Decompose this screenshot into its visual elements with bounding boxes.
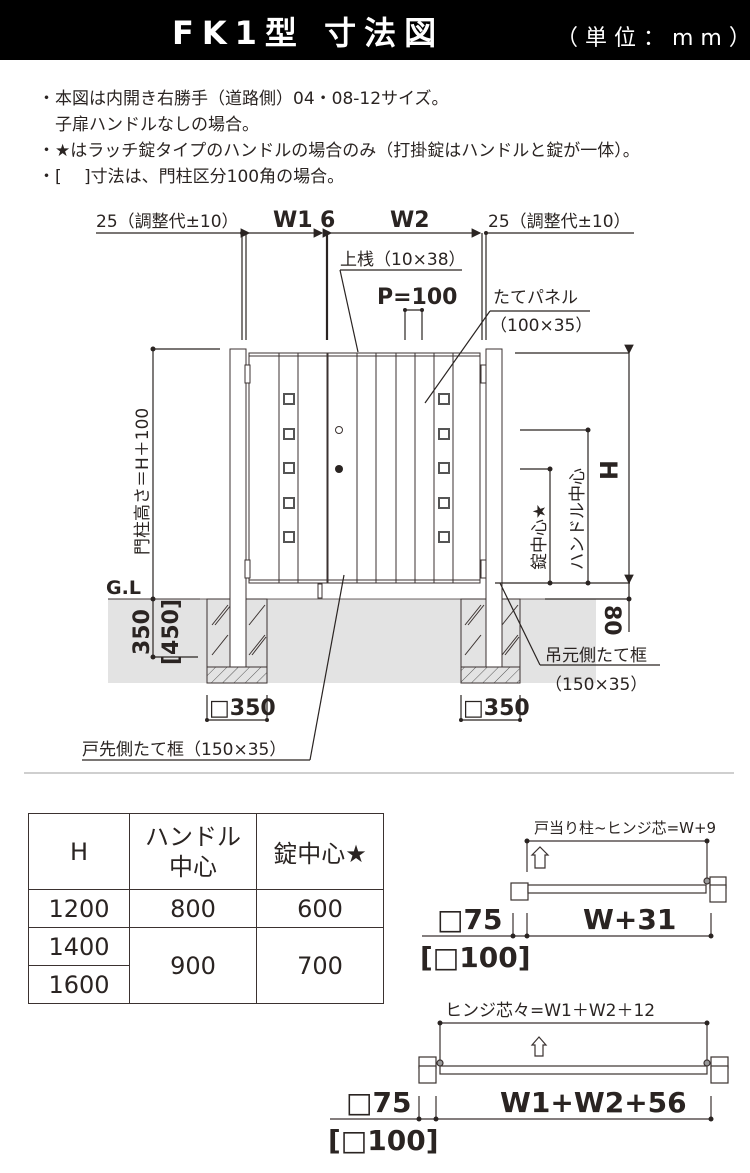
title-bar: FK1型 寸法図 （単位：mm）: [0, 0, 750, 60]
handle-icon: [335, 426, 343, 434]
label-hinge-frame: 吊元側たて框: [545, 646, 647, 666]
note-2: 子扉ハンドルなしの場合。: [38, 115, 259, 135]
label-latch-frame: 戸先側たて框（150×35）: [82, 740, 286, 760]
table-header-handle: ハンドル 中心: [129, 813, 257, 890]
dim-depth: 350: [130, 609, 155, 655]
table-header-lock: 錠中心★: [256, 813, 384, 890]
dim-right-adjust: 25（調整代±10）: [488, 212, 631, 232]
plan-double-label: ヒンジ芯々=W1＋W2＋12: [445, 1001, 655, 1021]
post-right: [485, 348, 503, 668]
post-left: [229, 348, 247, 668]
hinge-icon: [480, 364, 487, 384]
plan-double-post-alt: [□100]: [328, 1124, 439, 1157]
hinge-icon: [244, 559, 251, 579]
notes: ・本図は内開き右勝手（道路側）04・08-12サイズ。 子扉ハンドルなしの場合。…: [38, 86, 640, 190]
label-hinge-frame-size: （150×35）: [545, 675, 647, 695]
plan-single-label: 戸当り柱~ヒンジ芯=W+9: [534, 819, 716, 837]
table-row: 1600: [28, 965, 384, 1004]
dim-post-height: 門柱高さ＝H＋100: [133, 408, 153, 555]
dim-pitch: P=100: [377, 285, 457, 310]
dim-clearance: 80: [599, 605, 624, 636]
dim-lock-center: 錠中心★: [530, 504, 550, 570]
label-gl: G.L: [106, 577, 141, 599]
table-row: 1400 900 700: [28, 927, 384, 1004]
window-squares: [283, 393, 450, 543]
plan-single-width: W+31: [583, 903, 676, 936]
plan-double: [330, 1022, 729, 1120]
dim-foundation-right: □350: [463, 696, 530, 721]
dim-w2: W2: [390, 208, 430, 233]
section-divider: [24, 772, 734, 774]
label-vertical-panel: たてパネル: [493, 288, 578, 308]
note-3: ・★はラッチ錠タイプのハンドルの場合のみ（打掛錠はハンドルと錠が一体）。: [38, 141, 640, 161]
dim-foundation-left: □350: [209, 696, 276, 721]
dim-handle-center: ハンドル中心: [568, 468, 588, 570]
plan-single-post-alt: [□100]: [420, 941, 531, 974]
unit-label: （単位：mm）: [556, 26, 750, 51]
hinge-icon: [480, 559, 487, 579]
plan-single-post: □75: [437, 903, 502, 936]
table-header-h: H: [28, 813, 130, 890]
plan-double-width: W1+W2+56: [500, 1086, 687, 1119]
handle-height-table: H ハンドル 中心 錠中心★ 1200 800 600 1400 900 700…: [28, 813, 384, 1004]
page-title: FK1型 寸法図: [172, 14, 445, 52]
plan-double-post: □75: [346, 1086, 411, 1119]
dim-depth-alt: [450]: [159, 599, 184, 665]
dim-w1: W1: [273, 208, 313, 233]
label-vertical-panel-size: （100×35）: [490, 316, 592, 336]
label-top-rail: 上桟（10×38）: [340, 250, 466, 270]
plan-single: [422, 840, 727, 937]
note-4: ・[ ]寸法は、門柱区分100角の場合。: [38, 167, 345, 187]
hinge-icon: [244, 364, 251, 384]
dim-gap: 6: [320, 208, 335, 233]
lock-icon: [335, 465, 343, 473]
dim-h: H: [594, 460, 622, 480]
dim-left-adjust: 25（調整代±10）: [96, 212, 239, 232]
drop-rod: [317, 583, 323, 599]
note-1: ・本図は内開き右勝手（道路側）04・08-12サイズ。: [38, 89, 449, 109]
table-row: 1200 800 600: [28, 889, 384, 928]
